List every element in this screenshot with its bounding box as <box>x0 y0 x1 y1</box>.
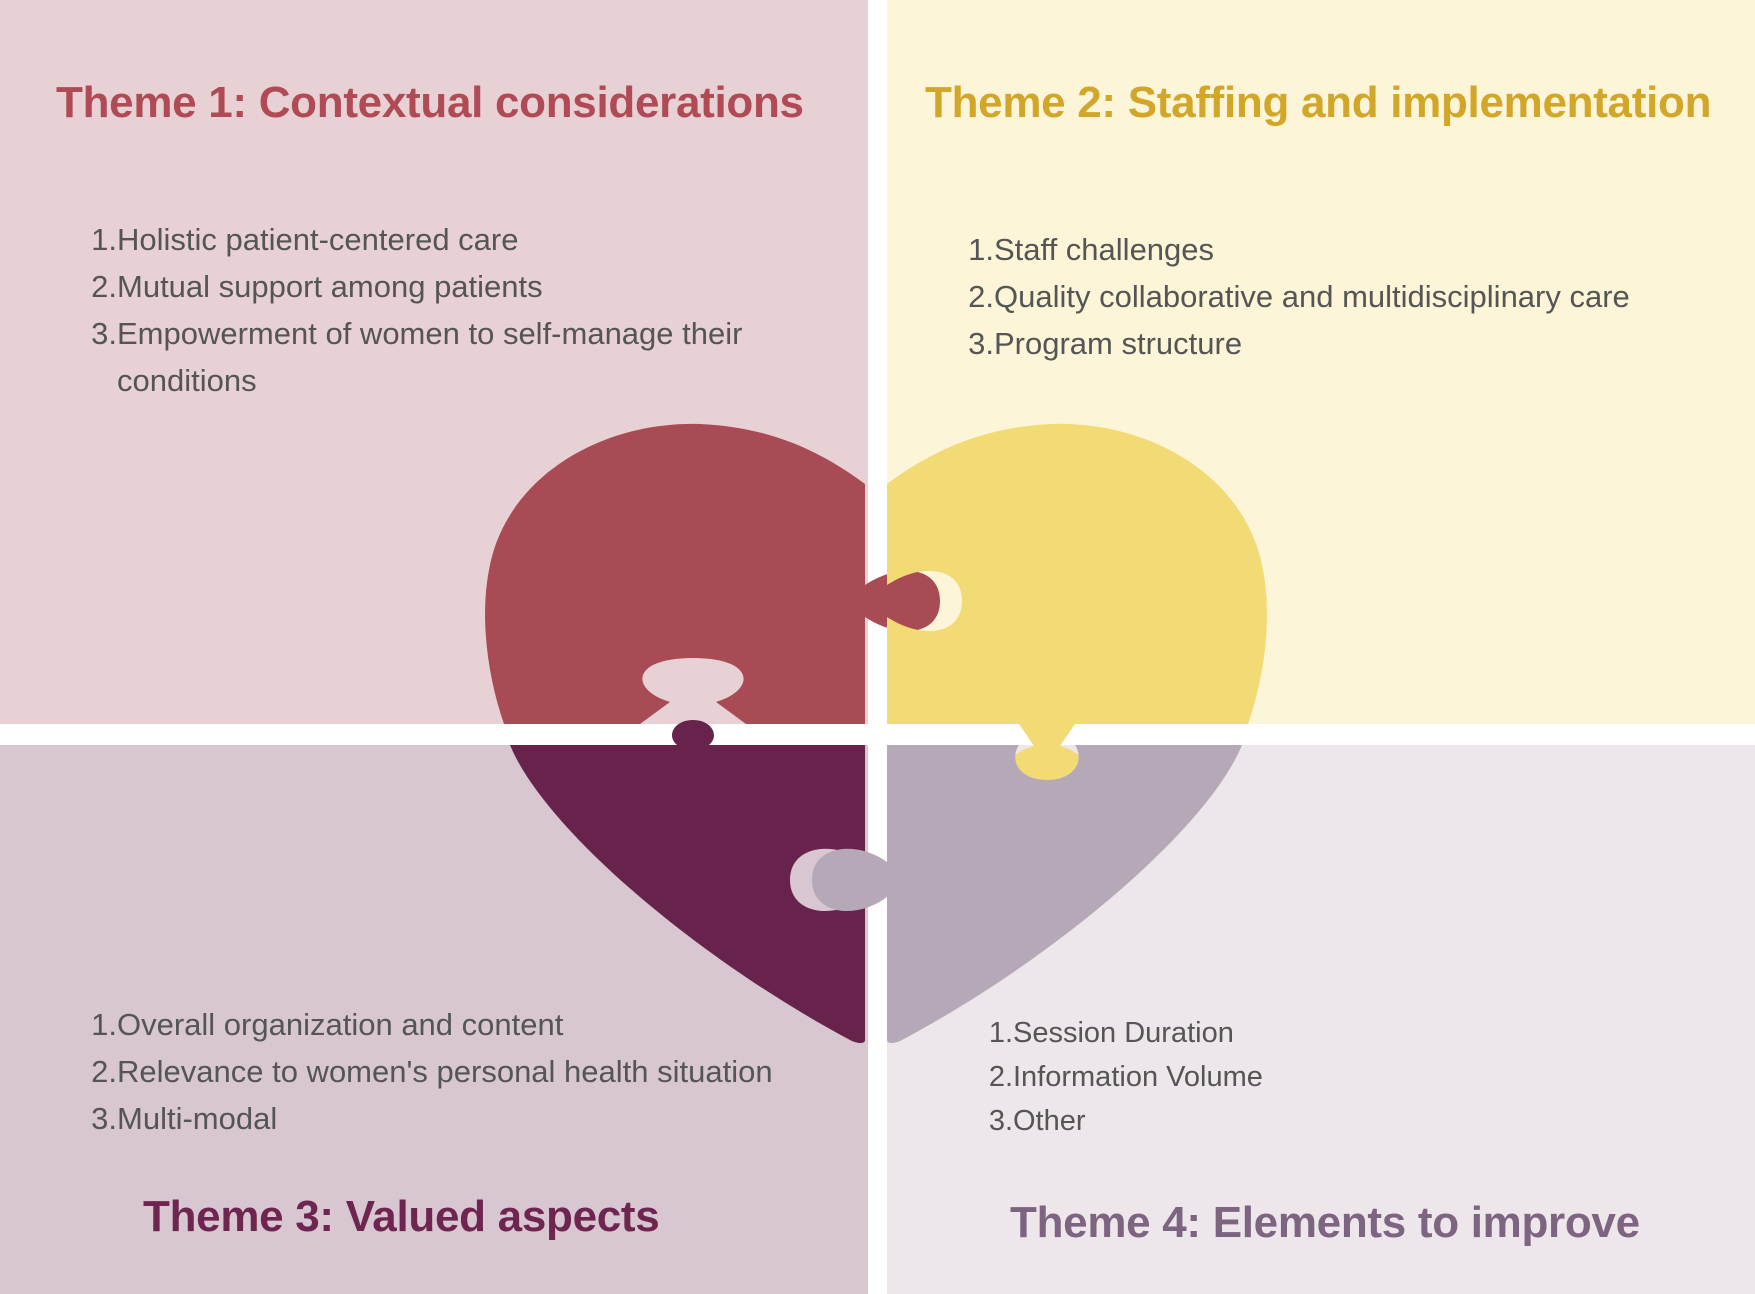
list-item-number: 3. <box>91 316 117 351</box>
list-item-text: Information Volume <box>1013 1061 1263 1093</box>
heart-piece-4 <box>812 745 1242 1043</box>
list-item-text: Multi-modal <box>117 1101 278 1136</box>
list-item-number: 2. <box>91 269 117 304</box>
list-item-text: Program structure <box>994 326 1243 361</box>
heart-piece-1 <box>485 423 940 724</box>
theme-2-title: Theme 2: Staffing and implementation <box>925 78 1712 127</box>
list-item-text: Holistic patient-centered care <box>117 222 519 257</box>
list-item-number: 2. <box>988 1061 1013 1093</box>
list-item-number: 3. <box>91 1101 117 1136</box>
list-item: 1.Session Duration <box>981 1011 1501 1055</box>
heart-piece-2 <box>887 423 1267 790</box>
list-item: 1.Holistic patient-centered care <box>85 216 845 263</box>
heart-piece-3 <box>510 720 865 1043</box>
list-item: 2.Information Volume <box>981 1055 1501 1099</box>
theme-2-list: 1.Staff challenges 2.Quality collaborati… <box>962 226 1752 367</box>
list-item: 2.Relevance to women's personal health s… <box>85 1048 875 1095</box>
list-item-number: 2. <box>968 279 994 314</box>
list-item-text: Quality collaborative and multidisciplin… <box>994 279 1630 314</box>
list-item: 3.Multi-modal <box>85 1095 875 1142</box>
list-item-number: 2. <box>91 1054 117 1089</box>
list-item-number: 1. <box>988 1017 1013 1049</box>
list-item: 3.Program structure <box>962 320 1752 367</box>
list-item-text: Session Duration <box>1013 1017 1234 1049</box>
list-item-number: 3. <box>968 326 994 361</box>
list-item-number: 3. <box>988 1105 1013 1137</box>
list-item: 3.Empowerment of women to self-manage th… <box>85 310 845 404</box>
list-item: 1.Overall organization and content <box>85 1001 875 1048</box>
list-item: 2.Mutual support among patients <box>85 263 845 310</box>
theme-4-title: Theme 4: Elements to improve <box>1010 1198 1640 1247</box>
list-item-text: Staff challenges <box>994 232 1215 267</box>
list-item-number: 1. <box>968 232 994 267</box>
list-item-text: Mutual support among patients <box>117 269 543 304</box>
list-item-number: 1. <box>91 1007 117 1042</box>
list-item-text: Empowerment of women to self-manage thei… <box>117 316 743 398</box>
theme-4-list: 1.Session Duration 2.Information Volume … <box>981 1011 1501 1143</box>
list-item: 3.Other <box>981 1099 1501 1143</box>
theme-1-title: Theme 1: Contextual considerations <box>56 78 804 127</box>
list-item: 1.Staff challenges <box>962 226 1752 273</box>
list-item-text: Other <box>1013 1105 1086 1137</box>
theme-1-list: 1.Holistic patient-centered care 2.Mutua… <box>85 216 845 404</box>
list-item-text: Overall organization and content <box>117 1007 564 1042</box>
list-item-number: 1. <box>91 222 117 257</box>
list-item: 2.Quality collaborative and multidiscipl… <box>962 273 1752 320</box>
theme-3-list: 1.Overall organization and content 2.Rel… <box>85 1001 875 1142</box>
list-item-text: Relevance to women's personal health sit… <box>117 1054 773 1089</box>
theme-3-title: Theme 3: Valued aspects <box>143 1192 660 1241</box>
